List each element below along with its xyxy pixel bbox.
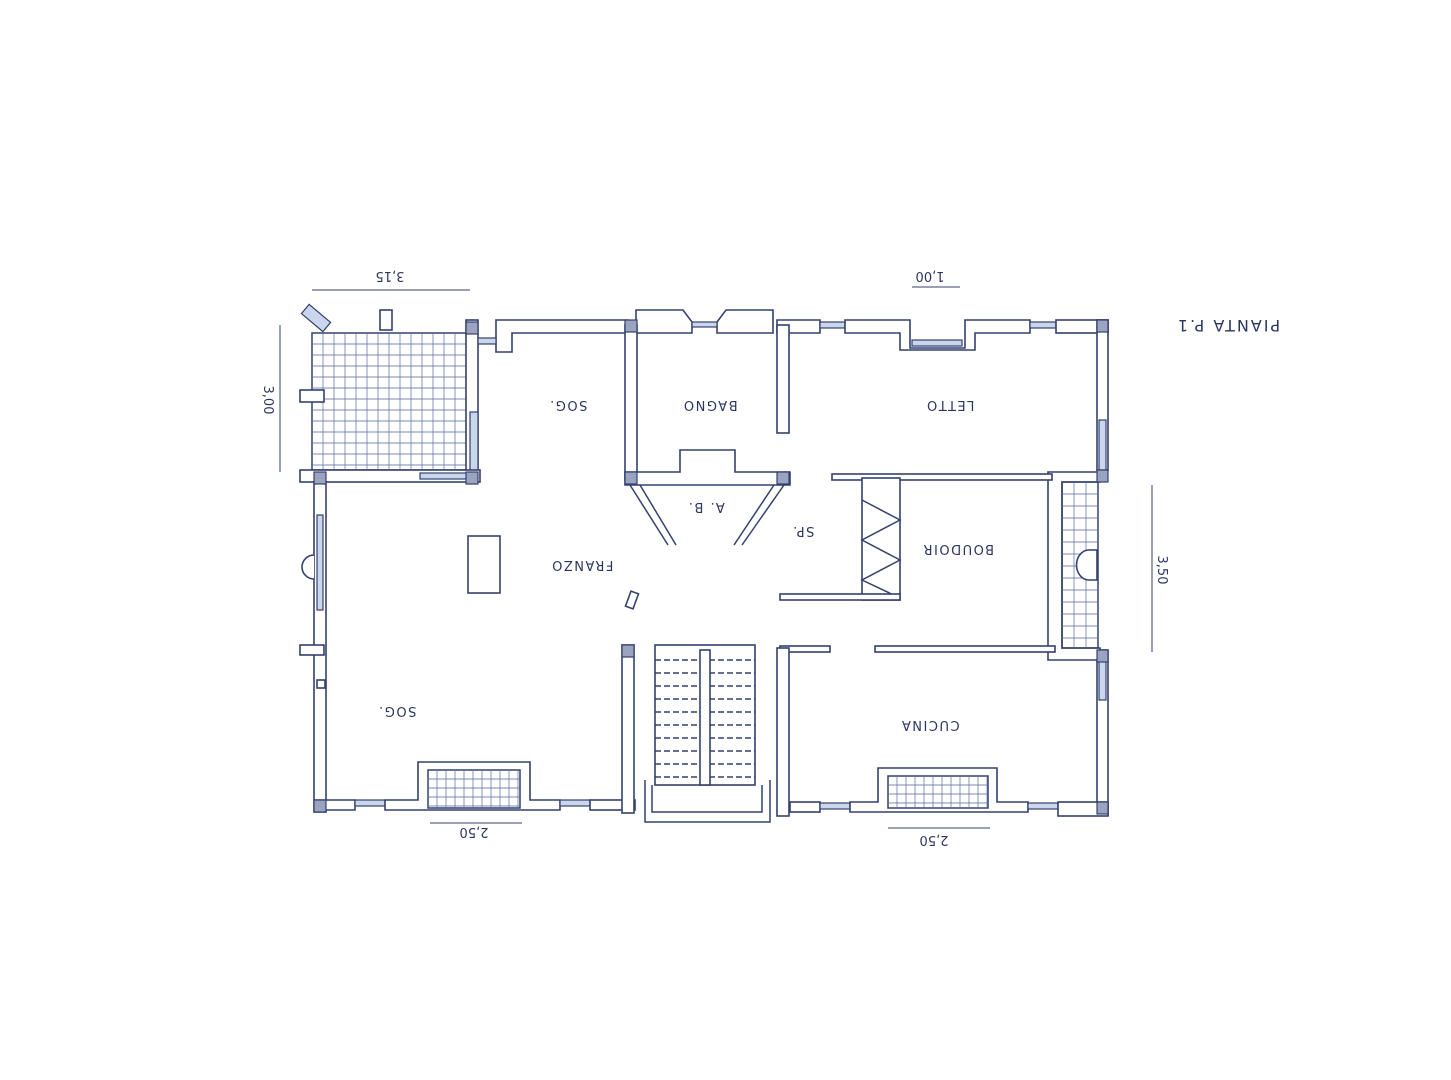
room-label-letto: LETTO <box>926 397 975 412</box>
balcony-left <box>427 769 521 809</box>
columns <box>313 319 1109 815</box>
staircase <box>644 644 771 823</box>
dimension-balcony-right: 2,50 <box>920 832 949 847</box>
interior-walls <box>467 324 1056 817</box>
dimension-terrace-width: 3,15 <box>376 268 405 283</box>
plan-title: PIANTA P.1 <box>1176 316 1280 335</box>
dimension-right-terrace: 3,50 <box>1154 556 1169 585</box>
terrace-top-left <box>299 303 473 471</box>
room-label-cucina: CUCINA <box>900 717 959 732</box>
balcony-right <box>887 775 989 809</box>
room-label-ab: A. B. <box>687 499 724 514</box>
room-label-franzo: FRANZO <box>551 557 614 572</box>
terrace-right <box>1047 471 1101 661</box>
dimension-terrace-depth: 3,00 <box>260 386 275 415</box>
dimension-window-width: 1,00 <box>916 268 945 283</box>
room-label-bagno: BAGNO <box>682 397 737 412</box>
room-label-sog-top: SOG. <box>549 397 588 412</box>
dimension-balcony-left: 2,50 <box>460 824 489 839</box>
room-label-boudoir: BOUDOIR <box>922 541 994 556</box>
dimension-lines <box>279 286 1153 829</box>
room-label-sp: SP. <box>792 523 815 538</box>
room-label-sog-bottom: SOG. <box>378 703 417 718</box>
